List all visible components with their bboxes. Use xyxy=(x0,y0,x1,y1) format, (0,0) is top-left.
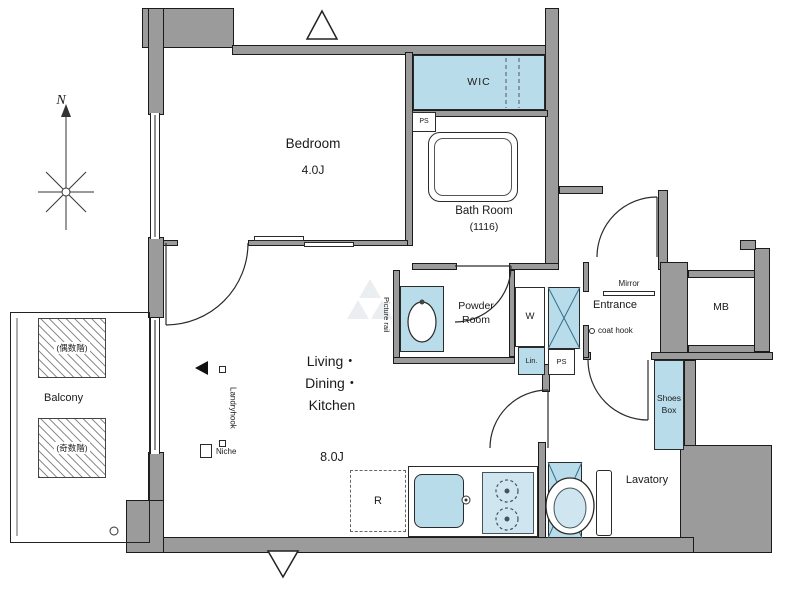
wall-entry-hall-lower xyxy=(583,325,589,358)
linen-cabinet: Lin. xyxy=(518,347,545,375)
door-swing-entrance xyxy=(596,196,658,258)
wall-left-upper xyxy=(148,8,164,115)
ldk-label-3: Kitchen xyxy=(308,397,356,414)
balcony-outline xyxy=(10,312,150,543)
vent-marker-top-icon xyxy=(305,9,339,40)
bath-size-label: (1116) xyxy=(469,220,499,233)
door-panel-lower xyxy=(548,462,582,538)
escape-hatch-even: (偶数階) xyxy=(38,318,106,378)
wall-bottom xyxy=(146,537,694,553)
sliding-door-panel-a xyxy=(254,236,304,241)
shoes-box: Shoes Box xyxy=(654,360,684,450)
laundry-hook-icon-a xyxy=(219,366,226,373)
entrance-label: Entrance xyxy=(592,299,638,312)
wall-lavatory-right xyxy=(684,360,696,452)
wall-alcove-right xyxy=(658,190,668,270)
bathtub-inner-line xyxy=(434,138,512,196)
vent-marker-bottom-icon xyxy=(266,550,300,579)
wall-entry-hall-upper xyxy=(583,262,589,292)
bedroom-label: Bedroom xyxy=(285,136,341,152)
bedroom-window xyxy=(150,113,160,239)
wall-alcove-cap xyxy=(559,186,603,194)
wall-right-outer xyxy=(754,248,770,352)
bedroom-size-label: 4.0J xyxy=(301,163,325,178)
wall-right-step xyxy=(740,240,756,250)
powder-label-1: Powder xyxy=(458,299,494,312)
shoes-box-label-1: Shoes xyxy=(656,393,682,404)
door-swing-bedroom xyxy=(165,242,249,326)
ldk-size-label: 8.0J xyxy=(320,450,344,465)
powder-vanity xyxy=(400,286,444,352)
shoes-box-label-2: Box xyxy=(661,405,677,415)
escape-hatch-odd: (奇数階) xyxy=(38,418,106,478)
wic-label: WIC xyxy=(467,75,491,88)
wall-powder-bottom xyxy=(393,357,515,364)
toilet-tank xyxy=(596,470,612,536)
bath-label: Bath Room xyxy=(455,205,513,218)
wall-corner-bottom-right xyxy=(680,445,772,553)
ldk-label-1: Living・ xyxy=(306,353,358,370)
wall-bath-bottom-right xyxy=(509,263,559,270)
wall-top xyxy=(232,45,548,55)
mb-label: MB xyxy=(713,300,729,313)
wall-mb-top xyxy=(688,270,756,278)
laundry-hook-icon-b xyxy=(219,440,226,447)
wic-area xyxy=(413,55,545,110)
mirror-icon xyxy=(603,291,655,296)
escape-hatch-odd-label: (奇数階) xyxy=(54,442,90,454)
wall-corner-bottom-left xyxy=(126,500,164,553)
mirror-label: Mirror xyxy=(618,278,640,288)
balcony-sliding-door xyxy=(150,318,160,454)
coat-hook-icon xyxy=(589,328,595,334)
sliding-door-panel-b xyxy=(304,242,354,247)
door-swing-lavatory xyxy=(587,359,649,421)
wall-bath-bottom-left xyxy=(412,263,457,270)
escape-hatch-even-label: (偶数階) xyxy=(54,342,90,354)
coat-hook-label: coat hook xyxy=(598,325,633,335)
north-label: N xyxy=(56,92,66,108)
wall-kitchen-right xyxy=(538,442,546,539)
laundry-hook-label: Landryhook xyxy=(228,387,238,429)
door-swing-hall xyxy=(489,389,549,449)
picture-rail-label: Picture rail xyxy=(382,297,391,333)
balcony-label: Balcony xyxy=(44,391,84,404)
wall-entrance-right xyxy=(660,262,688,360)
ps-shaft-mid: PS xyxy=(548,349,575,375)
ldk-label-2: Dining・ xyxy=(305,375,359,392)
door-panel-upper xyxy=(548,287,580,349)
wall-left-mid xyxy=(148,237,164,318)
niche-icon xyxy=(200,444,212,458)
wall-partition-stub xyxy=(162,240,178,246)
ps-shaft-top: PS xyxy=(412,112,436,132)
direction-marker-icon xyxy=(195,361,208,375)
kitchen-sink xyxy=(414,474,464,528)
wall-lavatory-top-right xyxy=(651,352,773,360)
refrigerator-space: R xyxy=(350,470,406,532)
powder-label-2: Room xyxy=(461,313,490,326)
wall-bedroom-right xyxy=(405,52,413,246)
niche-label: Niche xyxy=(216,446,237,456)
north-compass-icon xyxy=(38,104,94,230)
washer-space: W xyxy=(515,287,545,347)
lavatory-label: Lavatory xyxy=(625,473,669,486)
stove-area xyxy=(482,472,534,534)
wall-powder-left xyxy=(393,270,400,364)
